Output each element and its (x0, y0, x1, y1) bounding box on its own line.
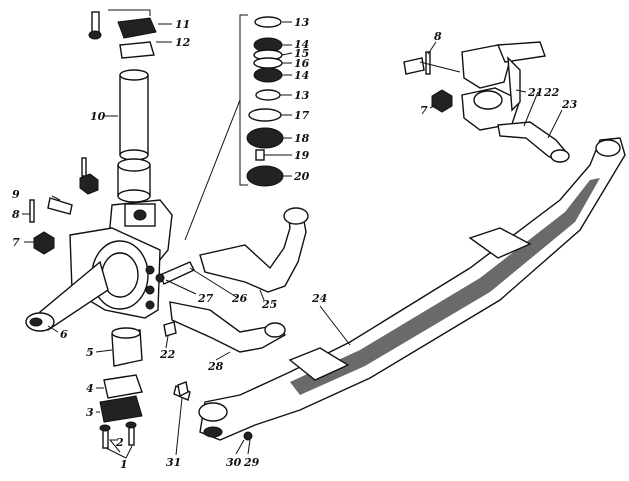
right-steering-arm (497, 121, 570, 163)
callout-6: 6 (60, 328, 68, 341)
callout-29: 29 (243, 456, 260, 469)
callout-7: 7 (12, 236, 20, 249)
steering-knuckle (69, 199, 173, 319)
steering-arm-upper (155, 207, 309, 293)
callout-13: 13 (294, 16, 310, 29)
callout-5: 5 (86, 346, 94, 359)
callout-7-right: 7 (420, 104, 428, 117)
callout-labels: 11 12 10 13 14 15 16 14 13 17 18 19 20 9… (12, 16, 578, 471)
callout-31: 31 (166, 456, 181, 469)
callout-27: 27 (197, 292, 214, 305)
callout-8: 8 (12, 208, 20, 221)
lower-bushing (111, 327, 143, 367)
thrust-bearing-stack (184, 14, 284, 241)
callout-26: 26 (231, 292, 248, 305)
callout-25: 25 (261, 298, 277, 311)
top-cap-and-gasket (88, 11, 157, 59)
callout-1: 1 (120, 458, 128, 471)
upper-bushing (117, 158, 151, 203)
callout-14: 14 (294, 38, 309, 51)
callout-17: 17 (294, 109, 310, 122)
spindle (25, 260, 109, 332)
callout-8-right: 8 (434, 30, 442, 43)
right-knuckle-parts (403, 41, 546, 131)
callout-16: 16 (294, 57, 310, 70)
king-pin (119, 69, 149, 161)
callout-9: 9 (12, 188, 20, 201)
callout-4: 4 (86, 382, 94, 395)
lower-cover (99, 374, 143, 449)
left-nut-and-pin (29, 157, 99, 255)
cotter-pin (177, 381, 189, 398)
callout-14b: 14 (294, 69, 309, 82)
leader-lines (22, 9, 563, 459)
callout-11: 11 (175, 18, 190, 31)
callout-15: 15 (294, 47, 309, 60)
callout-24: 24 (311, 292, 327, 305)
callout-10: 10 (90, 110, 106, 123)
callout-13b: 13 (294, 89, 310, 102)
callout-30: 30 (226, 456, 242, 469)
callout-21: 21 (527, 86, 543, 99)
callout-19: 19 (294, 149, 310, 162)
callout-18: 18 (294, 132, 310, 145)
callout-2: 2 (115, 436, 124, 449)
callout-23: 23 (561, 98, 578, 111)
callout-20: 20 (293, 170, 310, 183)
callout-28: 28 (207, 360, 224, 373)
callout-22: 22 (159, 348, 176, 361)
callout-22-right: 22 (543, 86, 560, 99)
axle-beam (198, 137, 626, 441)
callout-3: 3 (86, 406, 94, 419)
callout-12: 12 (175, 36, 191, 49)
